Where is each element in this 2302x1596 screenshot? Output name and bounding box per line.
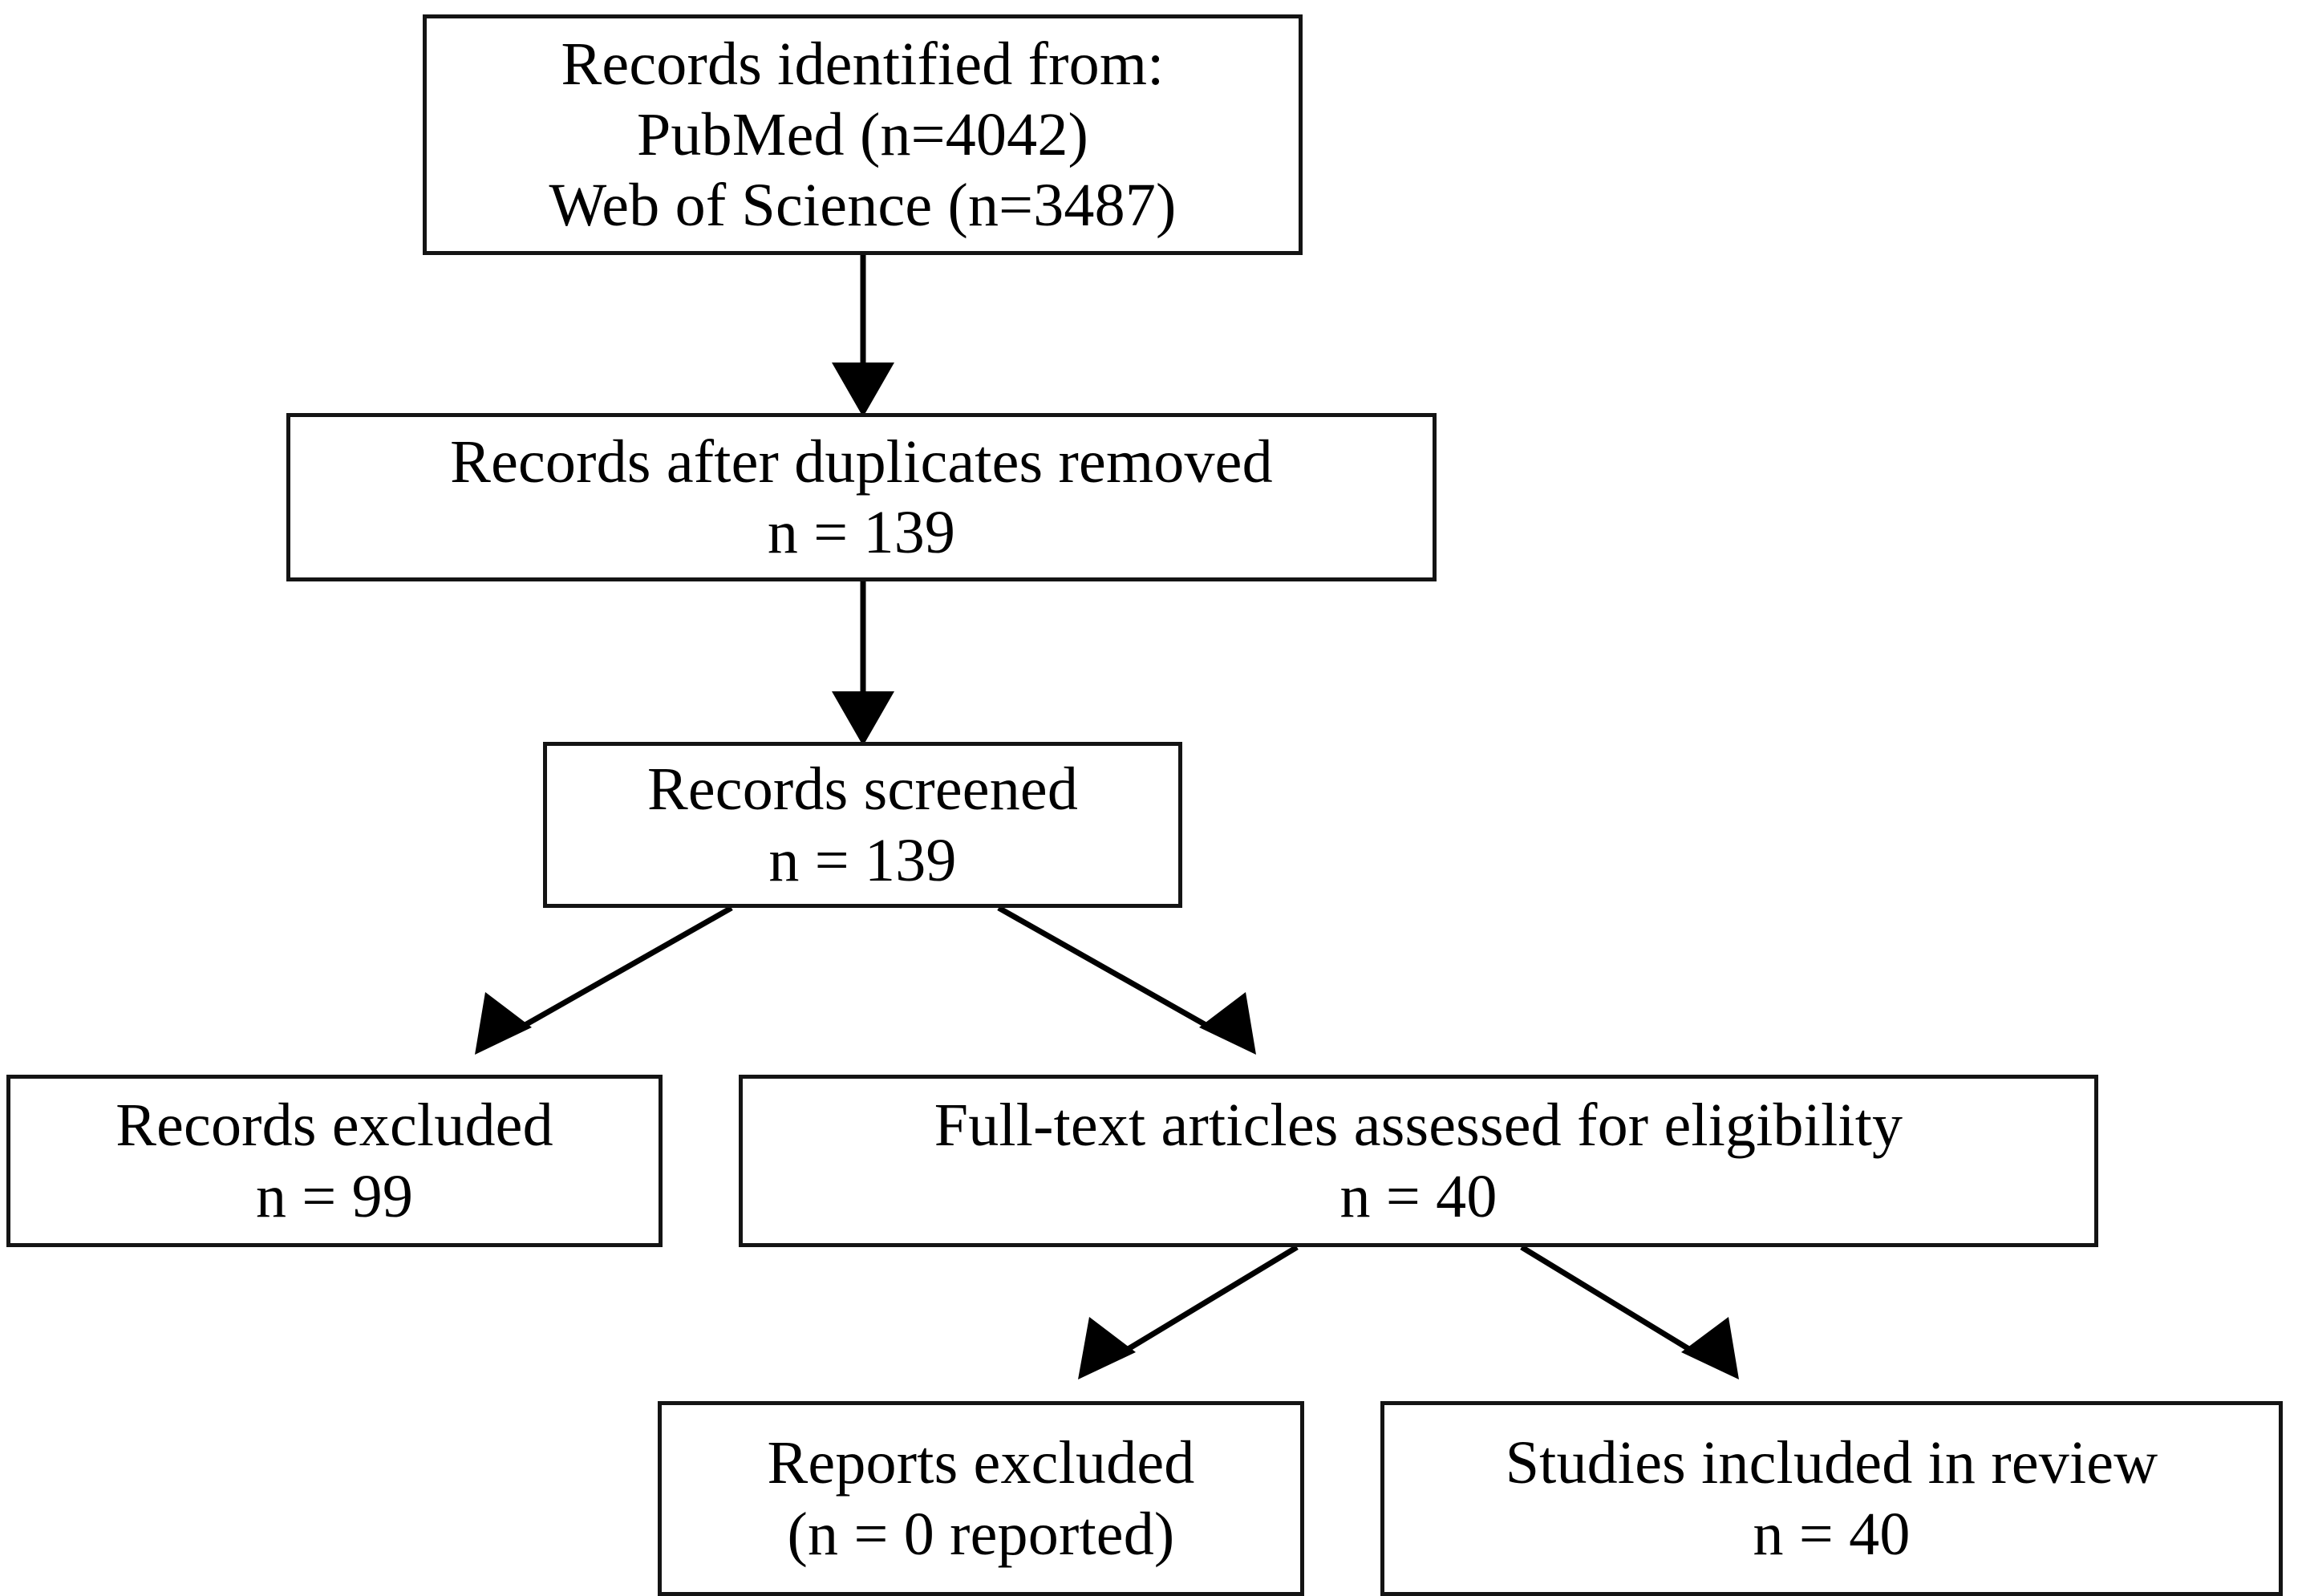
node-records-screened: Records screened n = 139 [543,742,1182,908]
node-line: Reports excluded [767,1429,1195,1497]
node-line: Web of Science (n=3487) [549,172,1177,240]
node-records-after-duplicates-removed: Records after duplicates removed n = 139 [286,413,1437,581]
edge-screened-to-full-text [997,905,1256,1055]
edge-full-text-to-reports-excluded [1078,1245,1299,1379]
node-line: Records after duplicates removed [450,427,1273,496]
node-line: Records screened [646,755,1079,824]
node-line: n = 99 [255,1162,414,1230]
node-reports-excluded: Reports excluded (n = 0 reported) [658,1401,1304,1596]
node-line: n = 40 [1339,1162,1498,1230]
edge-duplicates-to-screened [832,581,894,746]
node-line: n = 139 [767,499,956,566]
node-studies-included-in-review: Studies included in review n = 40 [1380,1401,2283,1596]
node-full-text-articles-assessed: Full-text articles assessed for eligibil… [739,1075,2098,1247]
node-line: n = 40 [1753,1500,1911,1568]
node-records-identified: Records identified from: PubMed (n=4042)… [423,14,1303,255]
edge-full-text-to-studies-included [1520,1245,1739,1379]
edge-identified-to-duplicates [832,255,894,417]
node-line: Records excluded [116,1092,553,1160]
node-line: Records identified from: [561,30,1165,98]
node-records-excluded: Records excluded n = 99 [6,1075,663,1247]
node-line: Full-text articles assessed for eligibil… [934,1092,1903,1160]
node-line: Studies included in review [1505,1429,2158,1497]
node-line: PubMed (n=4042) [636,100,1089,168]
node-line: n = 139 [768,826,957,894]
edge-screened-to-records-excluded [475,905,733,1055]
node-line: (n = 0 reported) [787,1500,1175,1568]
